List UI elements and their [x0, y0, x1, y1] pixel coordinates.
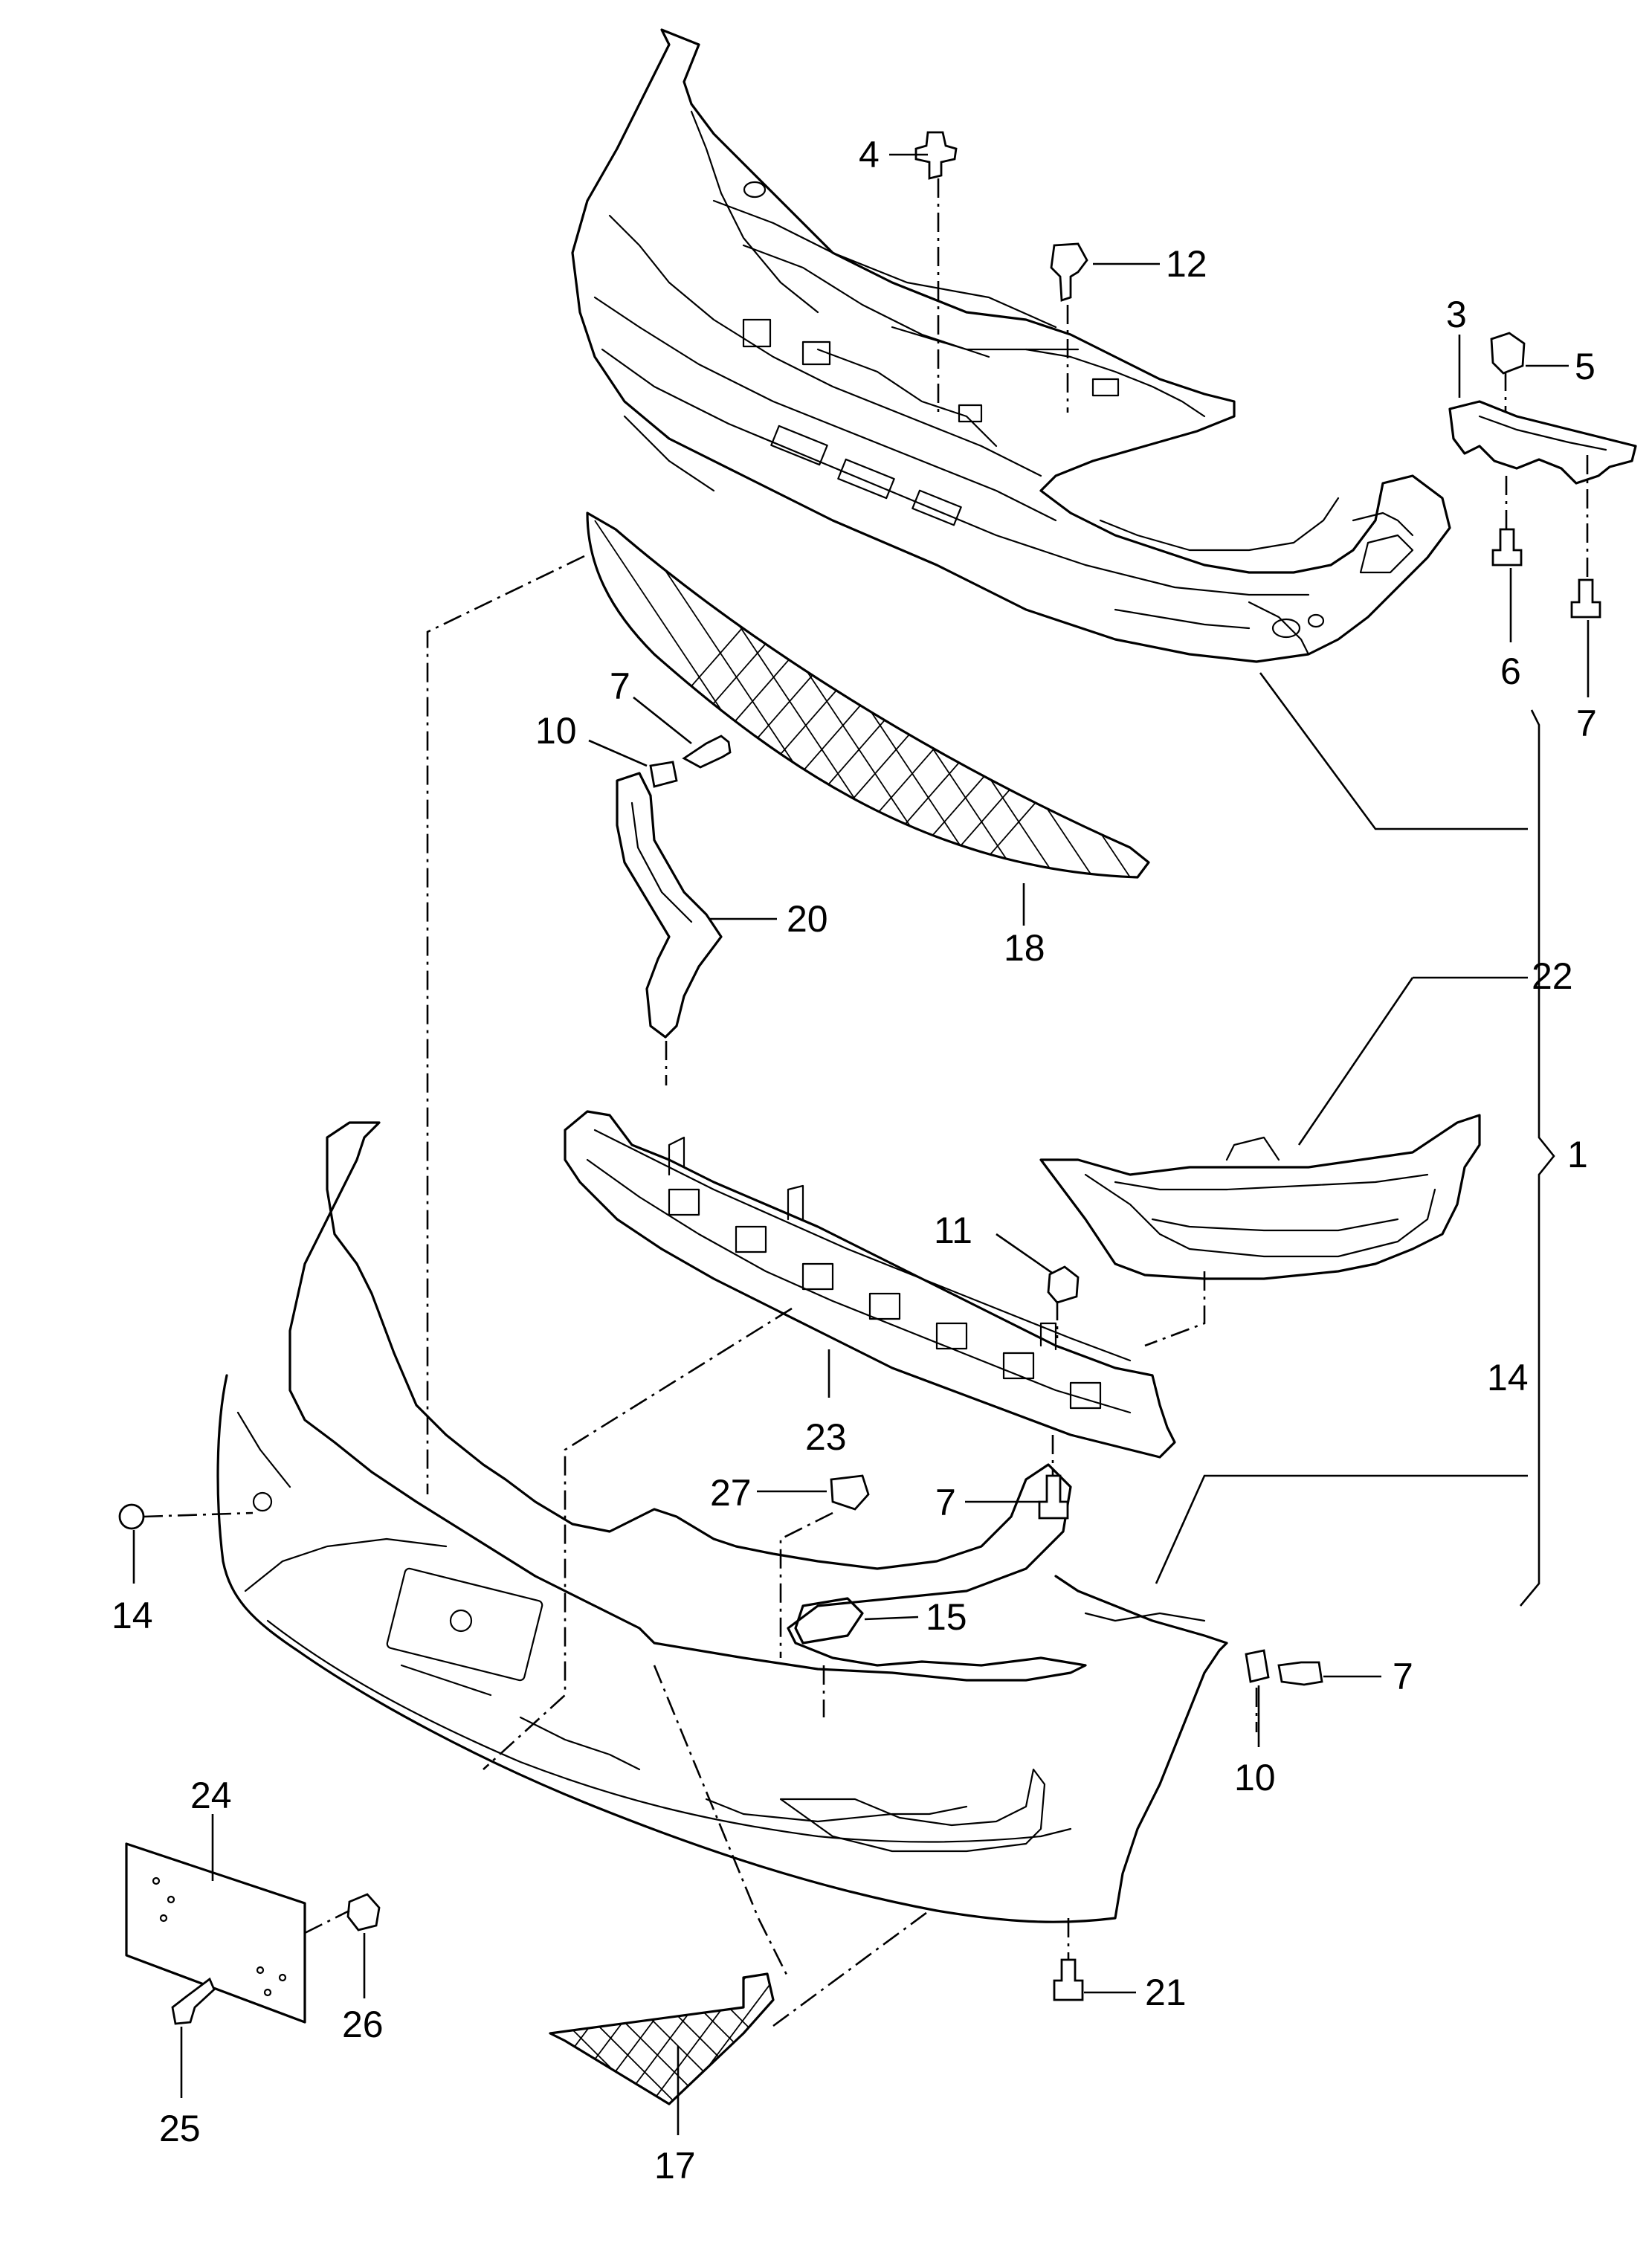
licence-plate-holder [125, 1842, 306, 2024]
screw-21 [1053, 1958, 1084, 2001]
clip-10-left [649, 761, 678, 788]
callout-14-left: 14 [112, 1595, 153, 1636]
side-bracket-part-20 [616, 772, 723, 1039]
callout-14-right: 14 [1487, 1357, 1529, 1398]
screw-7-right [1277, 1661, 1323, 1686]
bumper-cover [216, 1121, 1228, 1923]
callout-10-left: 10 [535, 710, 577, 752]
screw-7-left [682, 735, 732, 769]
callout-5: 5 [1575, 346, 1595, 387]
callout-27: 27 [710, 1472, 752, 1514]
callout-12: 12 [1166, 243, 1207, 285]
screw-7-center [1038, 1474, 1069, 1520]
impact-absorber [564, 1110, 1176, 1459]
screw-25 [171, 1977, 216, 2025]
nut-26 [346, 1893, 381, 1931]
callout-7-right: 7 [1393, 1656, 1413, 1697]
clip-10-right [1245, 1649, 1270, 1683]
clip-4 [914, 131, 958, 180]
callout-7-center: 7 [935, 1482, 956, 1523]
nut-5 [1490, 332, 1526, 375]
callout-21: 21 [1145, 1972, 1187, 2013]
bumper-carrier [571, 28, 1451, 663]
callout-labels: 4 12 3 5 6 7 7 10 20 18 22 1 11 14 23 7 … [112, 134, 1597, 2186]
callout-15: 15 [926, 1596, 967, 1638]
callout-23: 23 [805, 1416, 847, 1458]
nut-11 [1047, 1265, 1080, 1304]
clip-12 [1050, 242, 1088, 302]
callout-22: 22 [1532, 955, 1573, 997]
callout-20: 20 [787, 898, 828, 940]
lower-grille [549, 1972, 775, 2105]
bracket-part-3 [1448, 400, 1637, 485]
callout-10-right: 10 [1234, 1757, 1276, 1798]
fasteners [118, 131, 1601, 2025]
callout-25: 25 [159, 2108, 201, 2149]
callout-11: 11 [934, 1210, 972, 1251]
screw-7-upper-right [1570, 578, 1601, 619]
callout-17: 17 [654, 2145, 696, 2186]
callout-1: 1 [1567, 1134, 1588, 1175]
assembly-lines [143, 178, 1589, 2027]
callout-4: 4 [859, 134, 880, 175]
cap-14 [118, 1503, 145, 1530]
callout-26: 26 [342, 2004, 384, 2045]
callout-7-upper-right: 7 [1576, 703, 1597, 744]
callout-6: 6 [1500, 651, 1521, 692]
clip-27 [830, 1474, 870, 1511]
callout-3: 3 [1446, 294, 1467, 335]
tow-eye-cap [794, 1597, 864, 1645]
screw-6 [1491, 528, 1523, 567]
upper-grille [586, 511, 1150, 879]
callout-18: 18 [1004, 927, 1045, 969]
leader-lines [132, 153, 1590, 2135]
callout-24: 24 [190, 1775, 232, 1816]
right-grille-frame [1039, 1114, 1481, 1280]
callout-7-left: 7 [610, 665, 630, 707]
